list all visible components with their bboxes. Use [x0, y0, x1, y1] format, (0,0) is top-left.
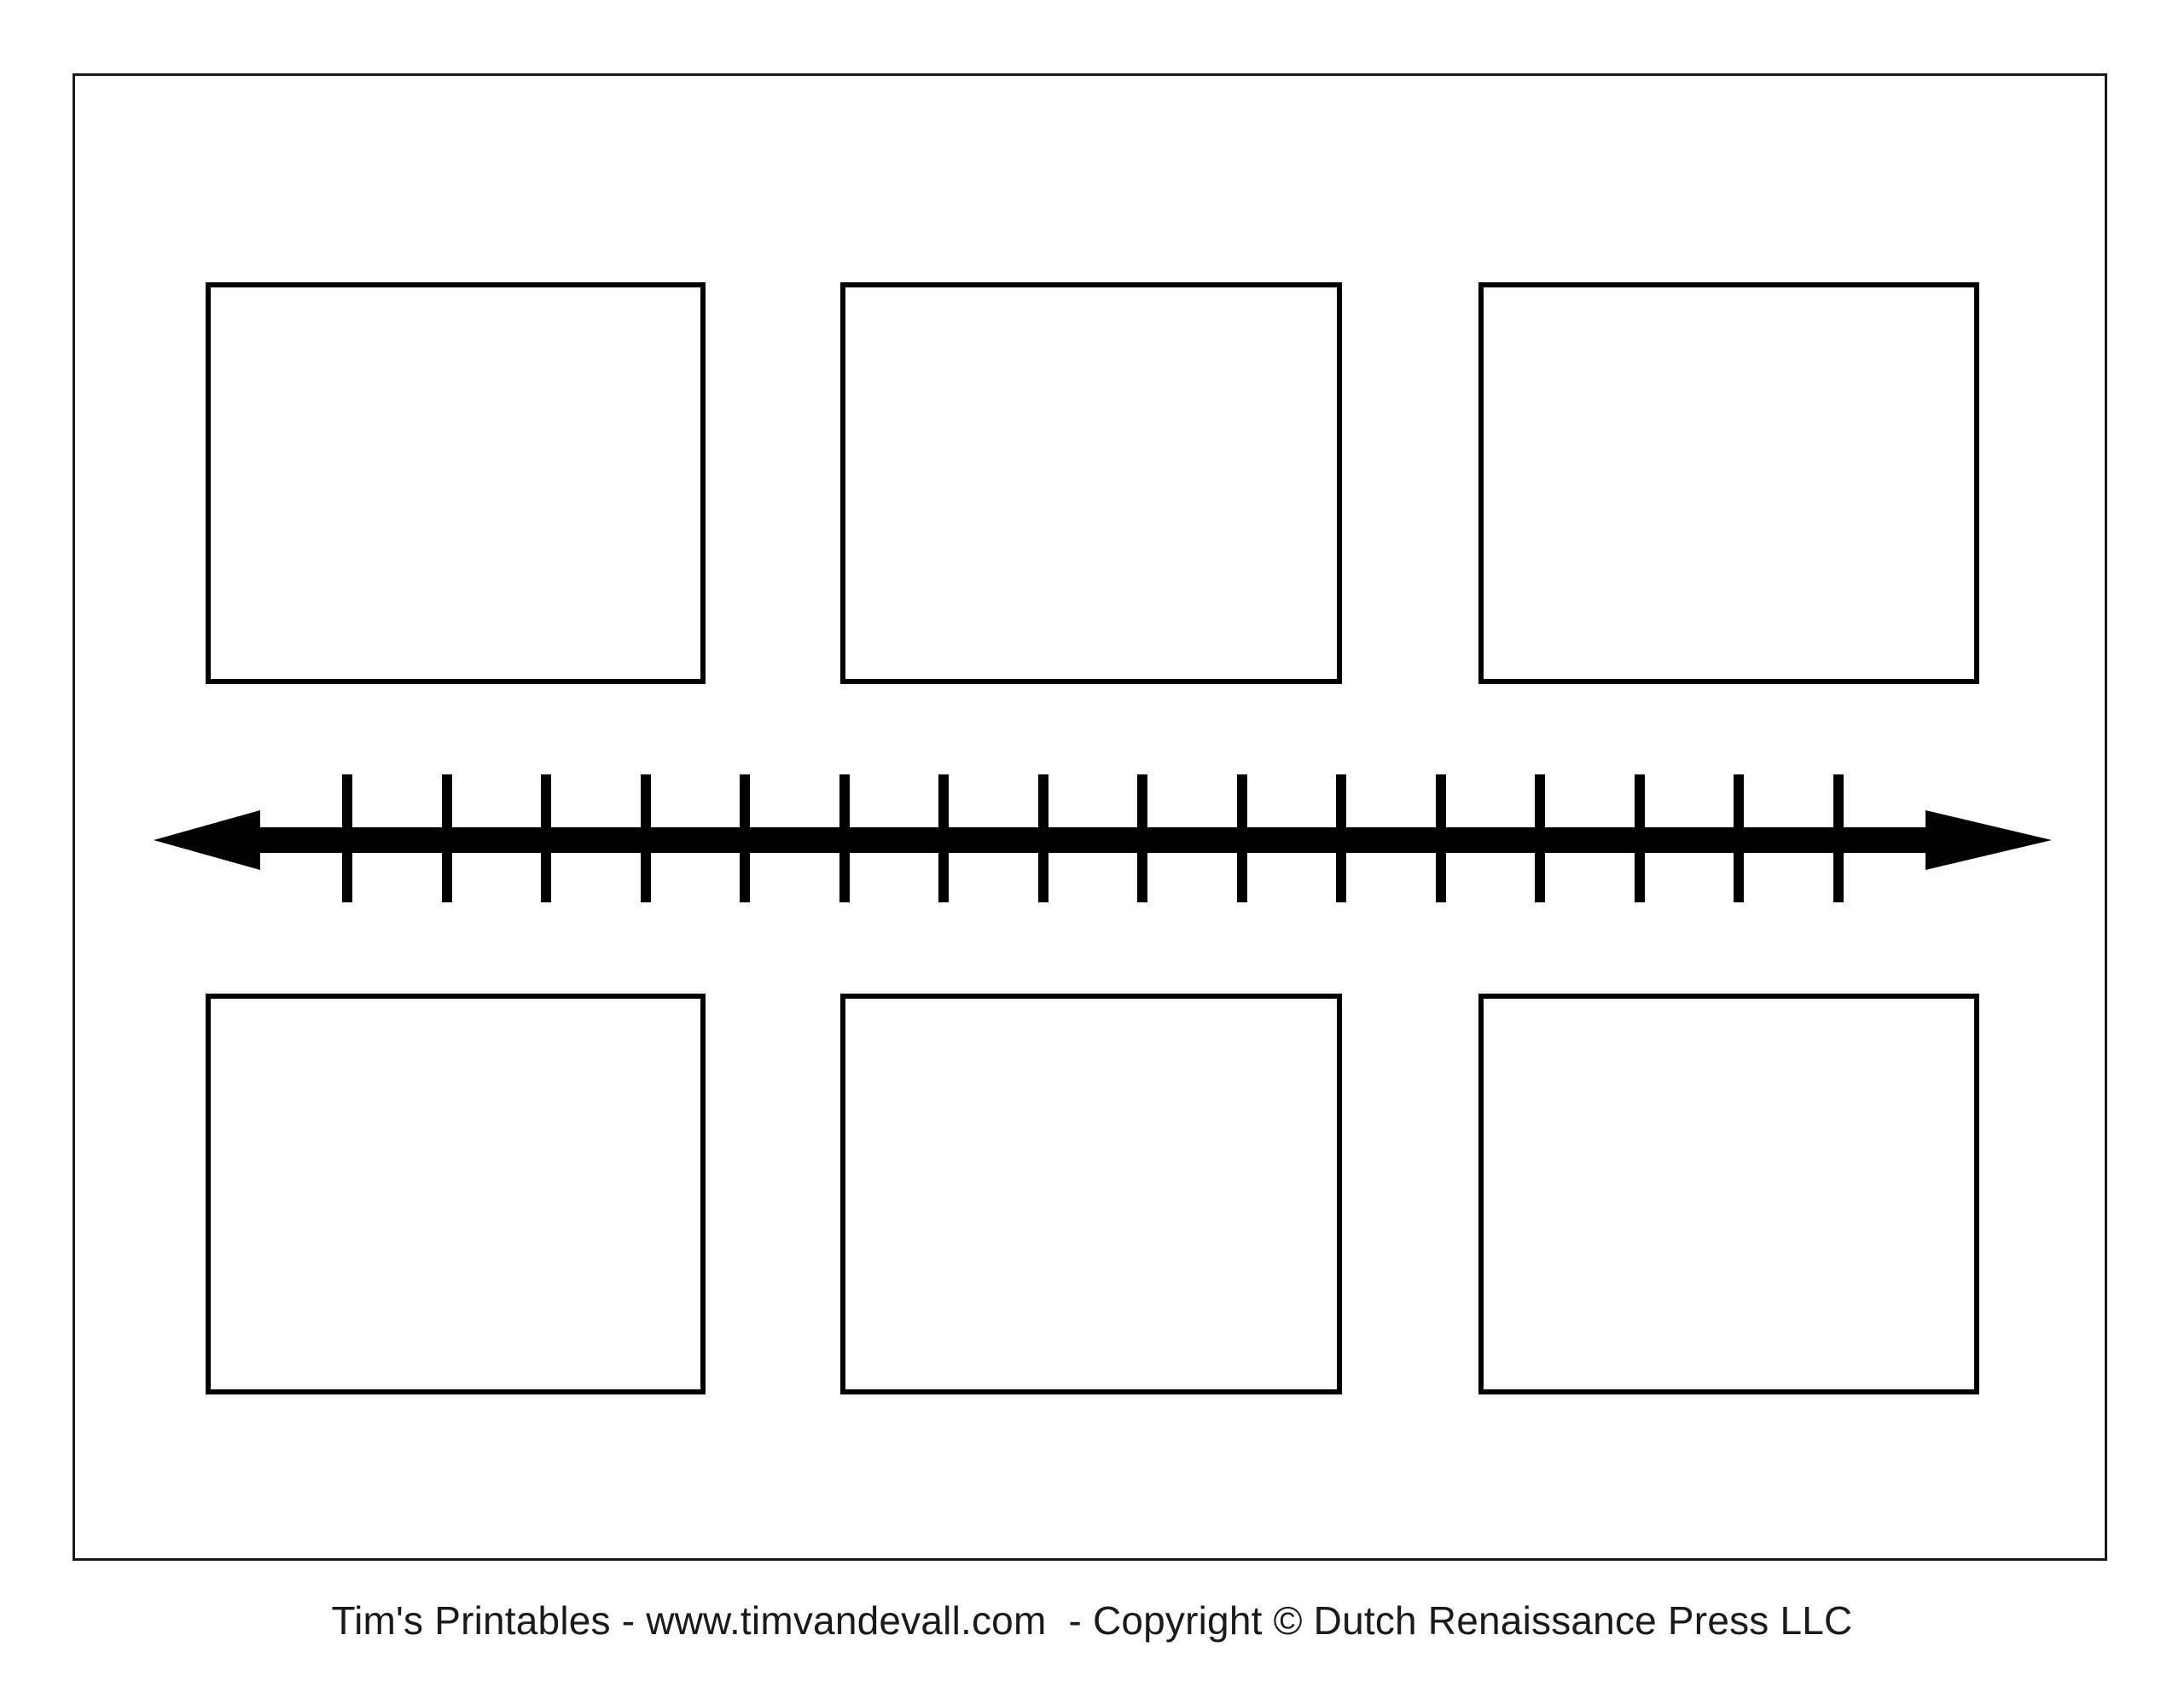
tick-mark: [541, 774, 551, 902]
answer-box-bottom-left[interactable]: [206, 994, 706, 1394]
tick-mark: [740, 774, 750, 902]
tick-mark: [1137, 774, 1147, 902]
footer-credit: Tim's Printables - www.timvandevall.com …: [331, 1598, 1853, 1643]
answer-box-bottom-right[interactable]: [1478, 994, 1979, 1394]
tick-mark: [839, 774, 850, 902]
tick-mark: [1833, 774, 1844, 902]
arrow-left-icon: [154, 810, 260, 870]
tick-mark: [1336, 774, 1346, 902]
tick-mark: [1734, 774, 1744, 902]
tick-mark: [1635, 774, 1645, 902]
answer-box-bottom-center[interactable]: [840, 994, 1342, 1394]
tick-mark: [442, 774, 452, 902]
number-line[interactable]: [0, 751, 2184, 921]
answer-box-top-center[interactable]: [840, 282, 1342, 684]
tick-mark: [1038, 774, 1048, 902]
tick-mark: [1535, 774, 1545, 902]
number-line-shaft: [256, 827, 1930, 853]
tick-mark: [641, 774, 651, 902]
tick-mark: [938, 774, 949, 902]
tick-mark: [1436, 774, 1446, 902]
page-border: [73, 73, 2107, 1561]
arrow-right-icon: [1926, 810, 2052, 870]
answer-box-top-right[interactable]: [1478, 282, 1979, 684]
tick-mark: [342, 774, 352, 902]
number-line-ticks: [342, 774, 1844, 902]
number-line-graphic: [154, 774, 2052, 902]
answer-box-top-left[interactable]: [206, 282, 706, 684]
tick-mark: [1237, 774, 1247, 902]
